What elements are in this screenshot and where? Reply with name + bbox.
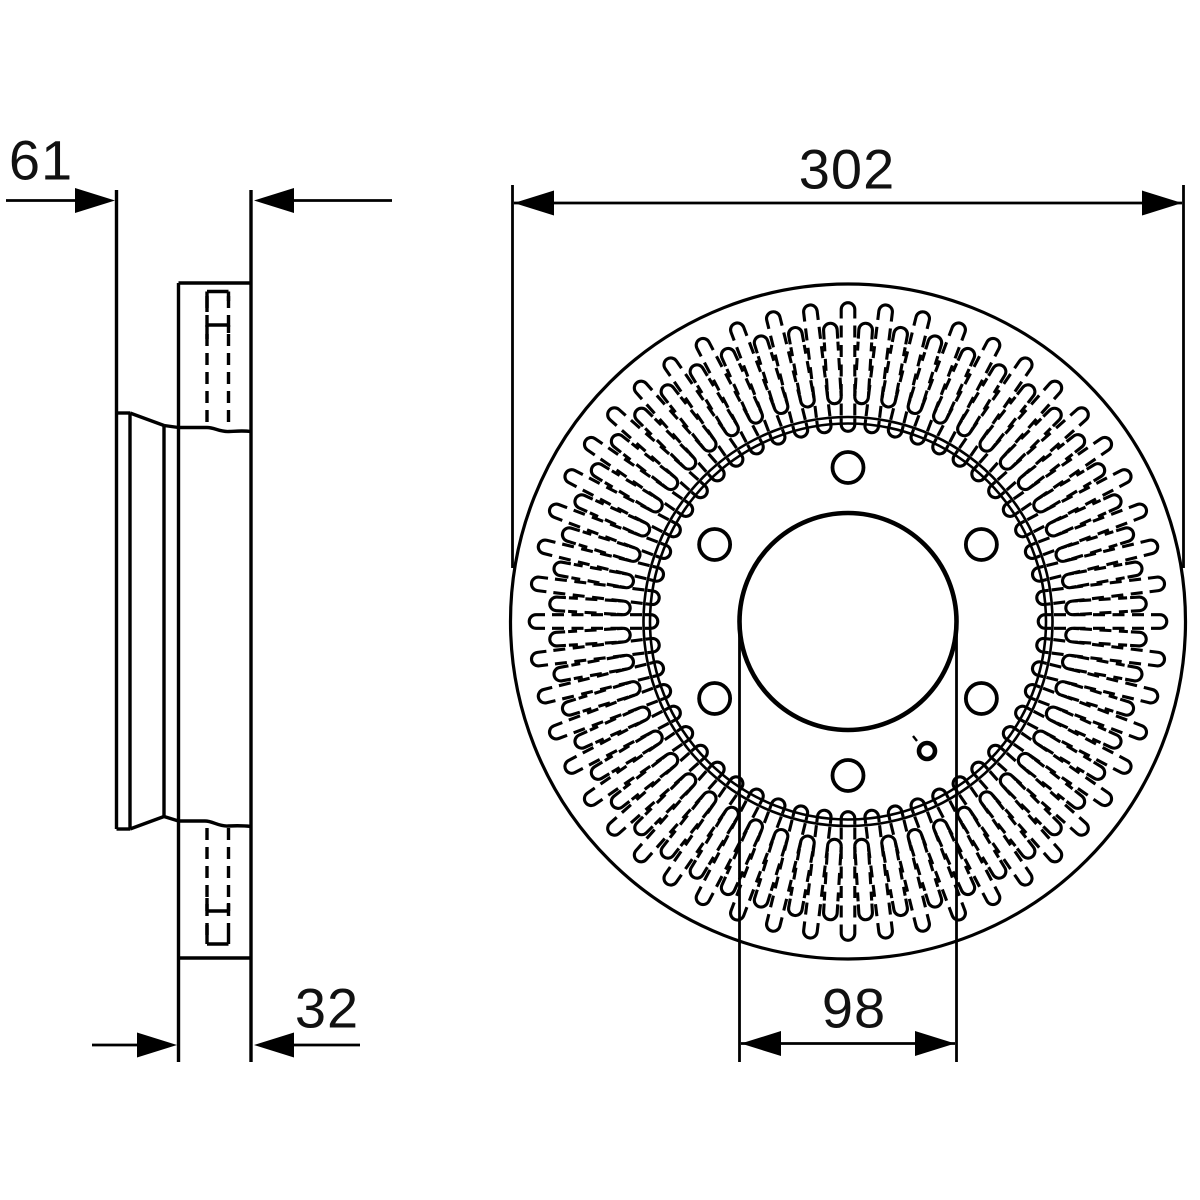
dimension-label-outer-diameter: 302 <box>798 137 896 201</box>
dimension-label-total-width: 61 <box>8 128 74 192</box>
set-screw-hole <box>912 735 938 762</box>
front-view-disc <box>508 282 1188 961</box>
vent-slot-sides <box>548 321 1148 922</box>
dimension-label-disc-thickness: 32 <box>294 976 360 1040</box>
dimension-label-center-bore: 98 <box>821 976 887 1040</box>
side-view-cross-section <box>114 190 253 1062</box>
vent-slot-caps <box>527 301 1169 942</box>
dimension-lines <box>6 185 1185 1062</box>
bolt-holes <box>697 450 999 793</box>
